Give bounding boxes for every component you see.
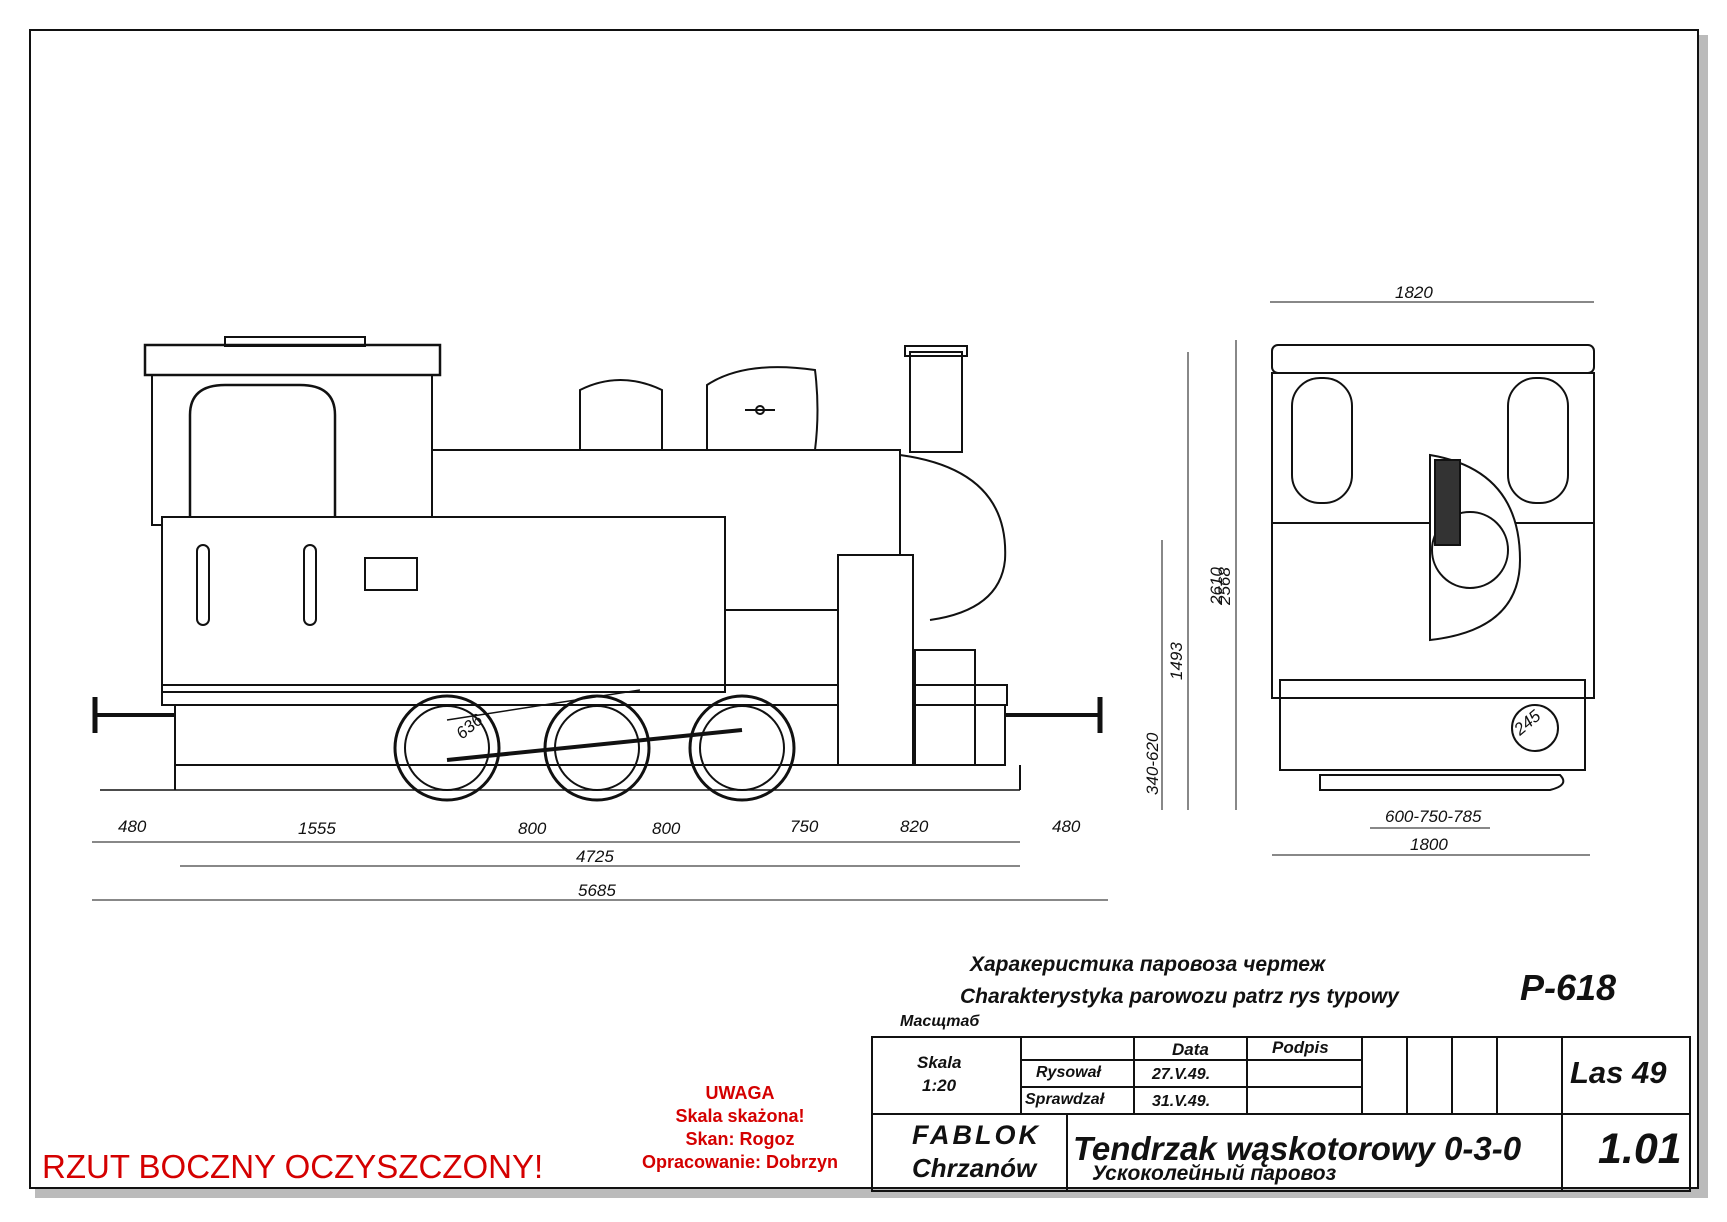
sheet-shadow-bottom: [35, 1189, 1708, 1198]
title-russian: Харакеристика паровоза чертеж: [970, 953, 1326, 976]
dim-label: 800: [652, 819, 681, 838]
scale-label-russian: Масщтаб: [900, 1013, 980, 1030]
rysowal-date-cell: [1134, 1060, 1247, 1087]
dimension-lines: [92, 301, 1594, 901]
dim-label: 480: [118, 817, 147, 836]
revision-cell: [1497, 1036, 1562, 1114]
dimension-labels: 480 1555 800 800 750 820 480 4725 5685 6…: [118, 283, 1545, 900]
revision-cell: [1452, 1036, 1497, 1114]
series-label: Las 49: [1570, 1055, 1667, 1090]
name-cell: [1067, 1114, 1562, 1192]
dim-label: 340-620: [1143, 732, 1162, 795]
dim-label: 1820: [1395, 283, 1433, 302]
title-polish: Charakterystyka parowozu patrz rys typow…: [960, 985, 1399, 1008]
maker-name: FABLOK: [912, 1120, 1041, 1150]
dim-label: 1800: [1410, 835, 1448, 854]
warning-note: UWAGA Skala skażona! Skan: Rogoz Opracow…: [610, 1082, 870, 1174]
rysowal-cell: [1021, 1060, 1134, 1087]
warning-title: UWAGA: [705, 1083, 775, 1103]
podpis-header-cell: [1247, 1036, 1362, 1060]
column-data: Data: [1172, 1040, 1209, 1059]
revision-cell: [1407, 1036, 1452, 1114]
front-view: [1271, 344, 1595, 791]
dim-label: 800: [518, 819, 547, 838]
drawing-frame: [29, 29, 1699, 1189]
dim-label: 2568: [1215, 567, 1234, 606]
dim-label: 2610: [1207, 567, 1226, 606]
row-rysowal: Rysował: [1036, 1064, 1101, 1081]
cleaned-view-note: RZUT BOCZNY OCZYSZCZONY!: [42, 1148, 544, 1185]
sheet-number: 1.01: [1598, 1125, 1682, 1173]
scale-value: 1:20: [922, 1076, 957, 1095]
warning-line-2: Skan: Rogoz: [685, 1129, 795, 1149]
dim-label: 820: [900, 817, 929, 836]
maker-cell: [871, 1114, 1067, 1192]
warning-line-3: Opracowanie: Dobrzyn: [641, 1152, 839, 1172]
scale-label: Skala: [917, 1053, 962, 1072]
data-header-cell: [1134, 1036, 1247, 1060]
sheet-shadow-right: [1699, 35, 1708, 1195]
dim-label: 1555: [298, 819, 336, 838]
sprawdzal-date: 31.V.49.: [1152, 1093, 1211, 1110]
row-sprawdzal: Sprawdzał: [1025, 1091, 1105, 1108]
side-view: [92, 336, 1103, 802]
series-cell: [1562, 1036, 1691, 1114]
dim-label: 1493: [1167, 642, 1186, 680]
sprawdzal-cell: [1021, 1087, 1134, 1114]
locomotive-name-russian: Ускоколейный паровоз: [1092, 1162, 1337, 1185]
dim-label: 245: [1510, 706, 1545, 740]
dim-label: 4725: [576, 847, 614, 866]
drawing-reference: P-618: [1520, 967, 1617, 1008]
sprawdzal-date-cell: [1134, 1087, 1247, 1114]
rysowal-sign-cell: [1247, 1060, 1362, 1087]
locomotive-name: Tendrzak wąskotorowy 0-3-0: [1073, 1130, 1522, 1167]
dim-label: 600-750-785: [1385, 807, 1482, 826]
blank-cell: [1021, 1036, 1134, 1060]
maker-city: Chrzanów: [912, 1153, 1037, 1183]
warning-line-1: Skala skażona!: [675, 1106, 805, 1126]
dim-label: 5685: [578, 881, 616, 900]
scale-cell: [871, 1036, 1021, 1114]
column-podpis: Podpis: [1272, 1038, 1329, 1057]
rysowal-date: 27.V.49.: [1152, 1066, 1211, 1083]
revision-cell: [1362, 1036, 1407, 1114]
sprawdzal-sign-cell: [1247, 1087, 1362, 1114]
dim-label: 750: [790, 817, 819, 836]
dim-label: 480: [1052, 817, 1081, 836]
sheet-number-cell: [1562, 1114, 1691, 1192]
